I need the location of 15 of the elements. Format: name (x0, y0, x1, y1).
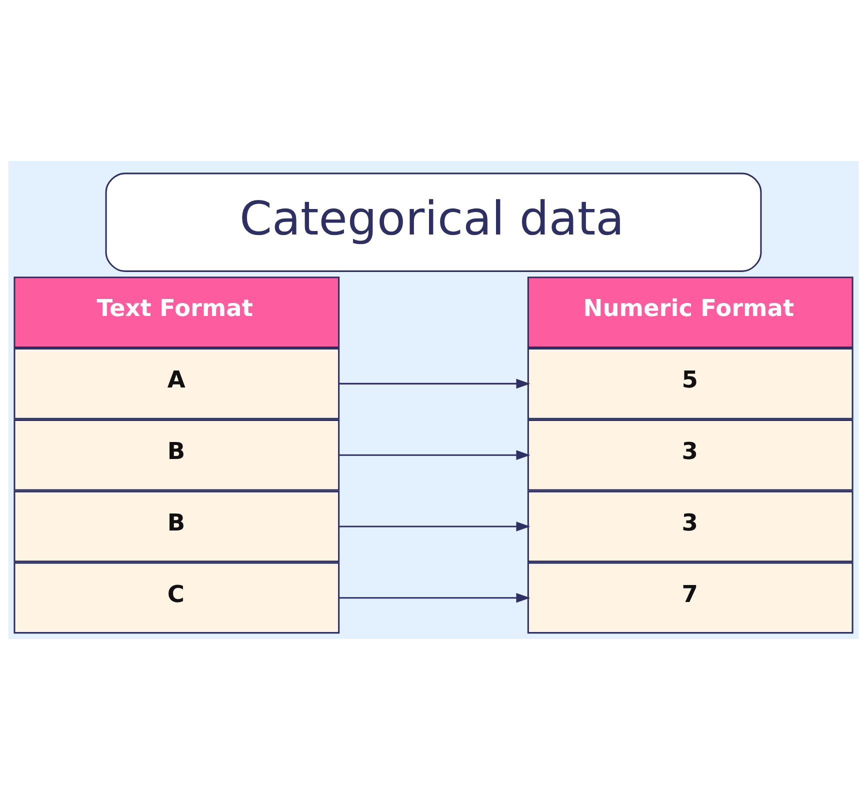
arrow (339, 522, 530, 532)
node-box: C (14, 562, 340, 634)
node-box: 3 (527, 419, 854, 491)
arrow (339, 592, 530, 603)
node-box: Numeric Format (527, 276, 854, 348)
diagram-title: Categorical data (240, 192, 624, 246)
node-box: Text Format (14, 276, 340, 348)
node-box: 7 (527, 562, 854, 634)
node-box: B (14, 419, 340, 491)
node-box: B (14, 490, 340, 562)
node-box: A (14, 348, 340, 420)
arrow (339, 450, 530, 460)
arrow (339, 378, 530, 389)
node-box: 3 (527, 490, 854, 562)
node-box: 5 (527, 348, 854, 420)
